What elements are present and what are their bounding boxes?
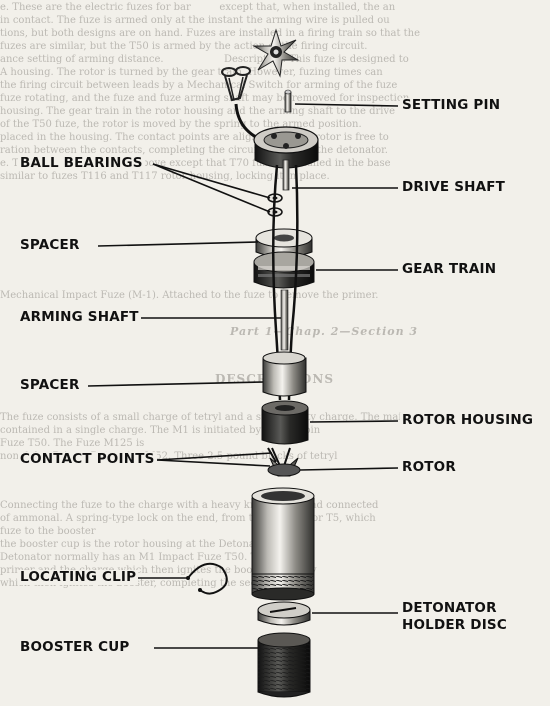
background-text-line: in contact. The fuze is armed only at th… bbox=[0, 15, 390, 26]
fuze-head bbox=[253, 126, 319, 191]
setting-pin-star bbox=[252, 28, 300, 78]
background-text-line: fuzes are similar, but the T50 is armed … bbox=[0, 41, 368, 52]
background-text-line: Fuze T50. The Fuze M125 is bbox=[0, 438, 145, 449]
background-text-line: e. These are the electric fuzes for bar … bbox=[0, 2, 396, 13]
label-arming-shaft: ARMING SHAFT bbox=[18, 309, 141, 325]
label-ball-bearings: BALL BEARINGS bbox=[18, 155, 145, 171]
label-detonator: DETONATOR bbox=[400, 600, 499, 616]
background-text-line: the booster cup is the rotor housing at … bbox=[0, 539, 270, 550]
detonator-holder-disc bbox=[257, 601, 311, 626]
spacer-mid bbox=[262, 351, 307, 397]
label-spacer-mid: SPACER bbox=[18, 377, 82, 393]
label-locating-clip: LOCATING CLIP bbox=[18, 569, 139, 585]
background-text-line: of the T50 fuze, the rotor is moved by t… bbox=[0, 119, 362, 130]
rotor-housing bbox=[261, 400, 309, 445]
setting-pin bbox=[284, 89, 292, 113]
background-text-line: the firing circuit between leads by a Me… bbox=[0, 80, 398, 91]
label-booster-cup: BOOSTER CUP bbox=[18, 639, 132, 655]
label-drive-shaft: DRIVE SHAFT bbox=[400, 179, 508, 195]
label-setting-pin: SETTING PIN bbox=[400, 97, 503, 113]
background-text-line: tions, but both designs are on hand. Fuz… bbox=[0, 28, 421, 39]
background-text-line: fuze to the booster bbox=[0, 526, 96, 537]
booster-cup bbox=[257, 632, 311, 698]
terminal-clips bbox=[221, 66, 263, 142]
background-text-line: Mechanical Impact Fuze (M-1). Attached t… bbox=[0, 290, 379, 301]
background-text-line: A housing. The rotor is turned by the ge… bbox=[0, 67, 383, 78]
gear-train bbox=[253, 251, 315, 289]
label-contact-points: CONTACT POINTS bbox=[18, 451, 157, 467]
label-rotor: ROTOR bbox=[400, 459, 458, 475]
rotor bbox=[267, 463, 301, 477]
label-spacer-top: SPACER bbox=[18, 237, 82, 253]
label-gear-train: GEAR TRAIN bbox=[400, 261, 499, 277]
leader-lines bbox=[87, 103, 399, 649]
label-holder-disc: HOLDER DISC bbox=[400, 617, 509, 633]
background-text-line: ance setting of arming distance. Descrip… bbox=[0, 54, 409, 65]
main-housing bbox=[251, 487, 315, 601]
arming-shaft bbox=[280, 289, 289, 351]
locating-clip bbox=[186, 562, 228, 595]
background-text-line: similar to fuzes T116 and T117 rotor hou… bbox=[0, 171, 330, 182]
label-rotor-housing: ROTOR HOUSING bbox=[400, 412, 536, 428]
